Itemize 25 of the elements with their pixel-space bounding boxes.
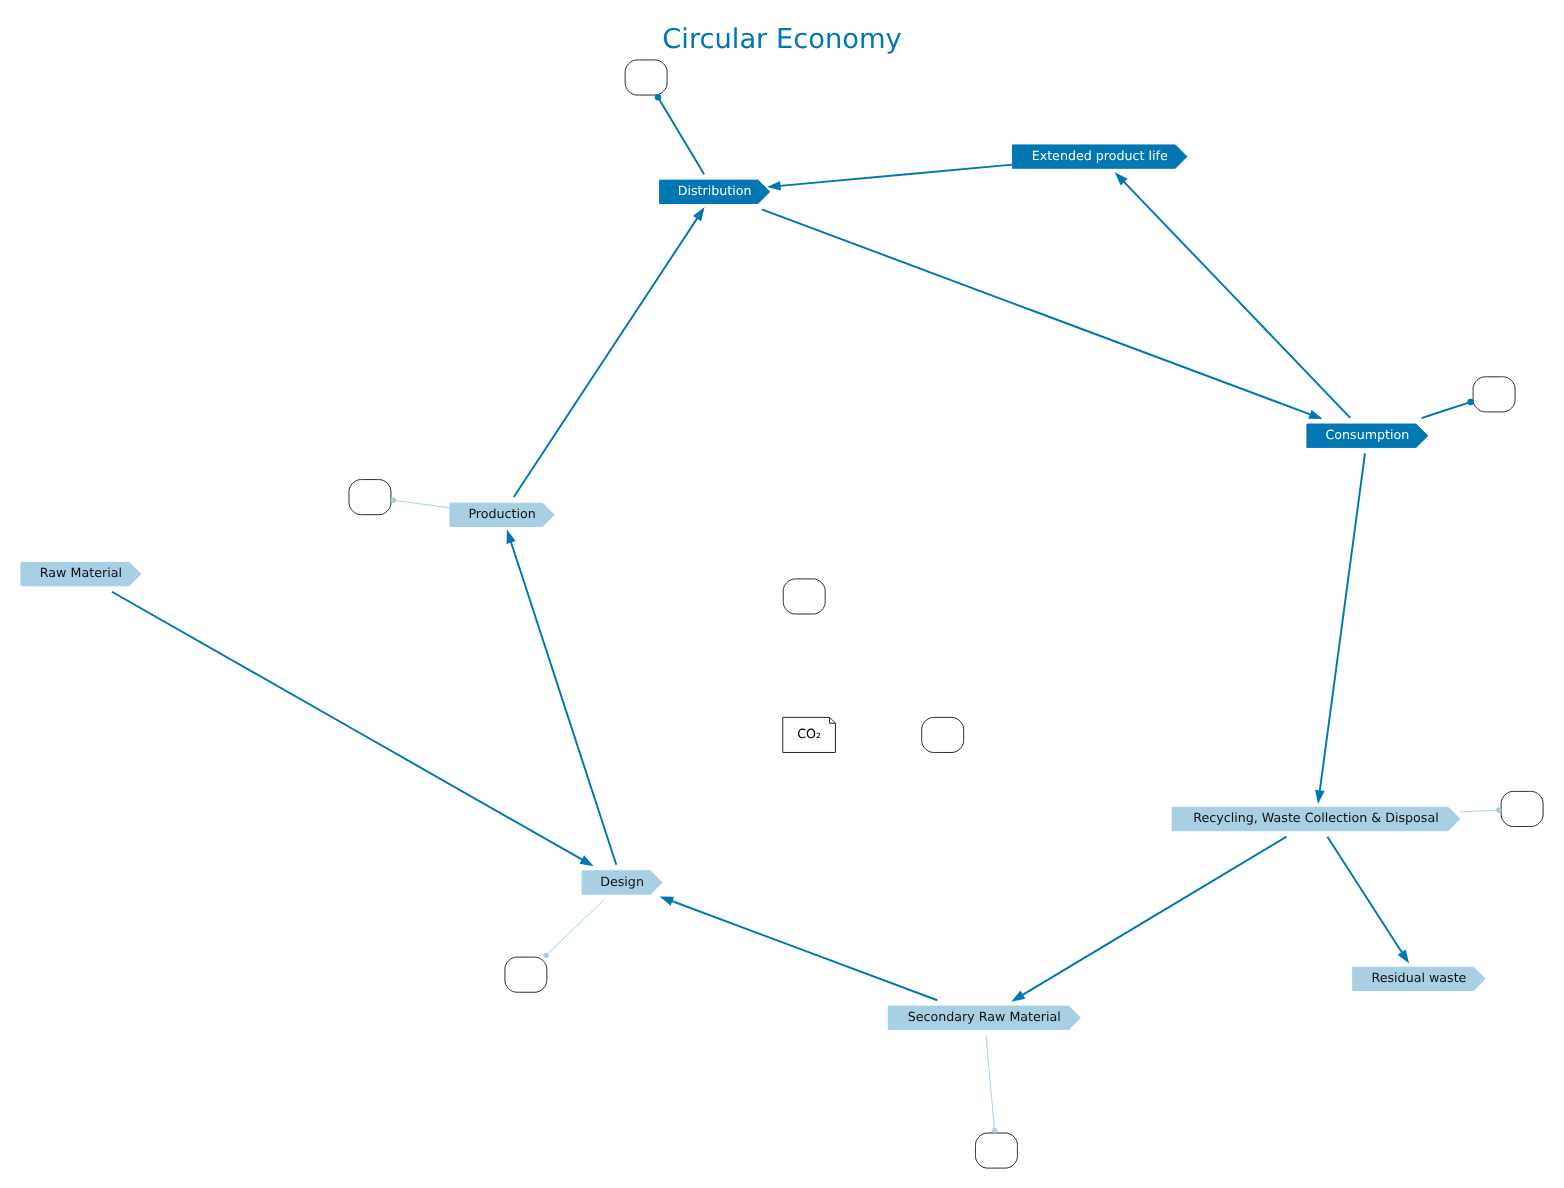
arrow [1315, 451, 1366, 803]
node-box [624, 58, 668, 95]
arrow [760, 207, 1323, 419]
node-box [921, 715, 965, 752]
node-box [782, 577, 826, 614]
arrow [766, 162, 1014, 190]
arrow [506, 528, 618, 865]
node-box [348, 478, 392, 515]
connector [390, 496, 451, 508]
connector [543, 898, 605, 958]
arrow [1114, 171, 1352, 418]
connector [1459, 806, 1502, 812]
arrow [110, 589, 594, 866]
connector [985, 1033, 998, 1133]
arrow [512, 206, 705, 497]
connector [654, 93, 706, 175]
diagram-title: Circular Economy [662, 22, 902, 55]
connector [1420, 397, 1474, 419]
arrow [659, 895, 939, 1001]
node-box [1472, 375, 1516, 412]
arrow [1011, 834, 1288, 1001]
node-box [1500, 789, 1544, 826]
arrow [1326, 834, 1410, 963]
node-box [504, 955, 548, 992]
node-box [975, 1131, 1018, 1168]
